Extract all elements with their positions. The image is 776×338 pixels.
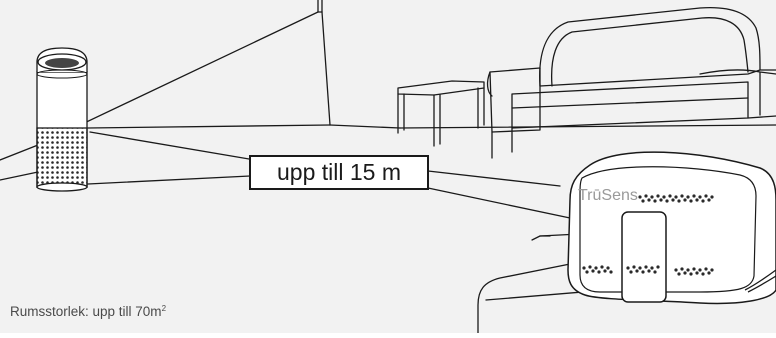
room-size-unit-superscript: 2 (162, 304, 166, 313)
air-quality-sensor-icon: TrūSens (568, 152, 776, 303)
sofa-icon (488, 8, 776, 158)
sensor-brand-logo: TrūSens (578, 187, 638, 204)
air-purifier-icon (37, 48, 87, 191)
room-size-text: Rumsstorlek: upp till 70m (10, 304, 162, 319)
room-size-caption: Rumsstorlek: upp till 70m2 (10, 304, 166, 319)
range-label: upp till 15 m (277, 159, 401, 185)
side-table-icon (398, 81, 484, 146)
range-label-box: upp till 15 m (249, 155, 429, 190)
